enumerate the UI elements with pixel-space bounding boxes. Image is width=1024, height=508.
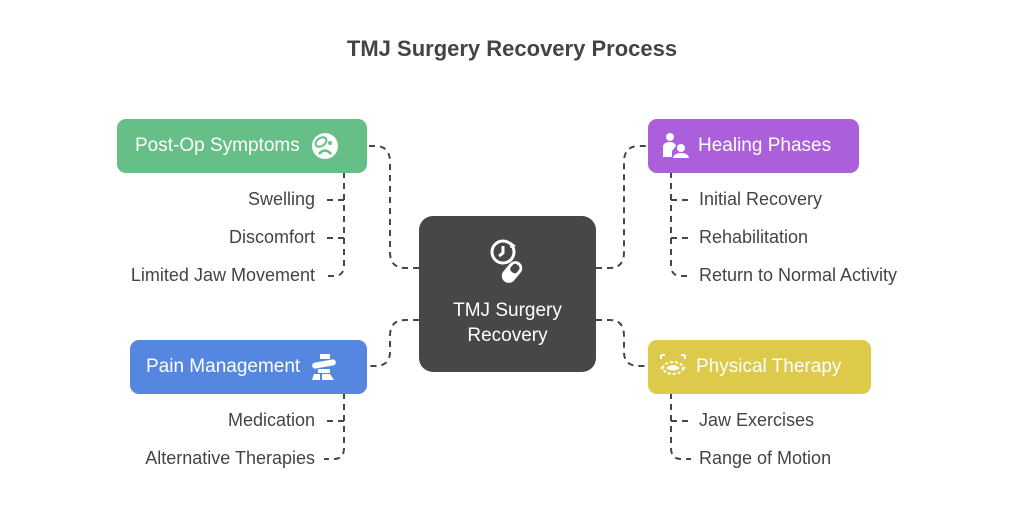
leaf-discomfort: Discomfort	[228, 227, 315, 247]
leaf-rehabilitation: Rehabilitation	[699, 227, 809, 247]
link-physical-leaves	[670, 393, 691, 460]
branch-post-op-symptoms[interactable]: Post-Op Symptoms	[117, 119, 367, 173]
branch-physical-therapy[interactable]: Physical Therapy	[648, 340, 871, 394]
bandage-icon	[312, 354, 337, 380]
link-healing-leaves	[670, 172, 691, 277]
branch-pain-management[interactable]: Pain Management	[130, 340, 367, 394]
leaf-swelling: Swelling	[247, 189, 315, 209]
branch-label: Pain Management	[146, 356, 301, 377]
link-center-healing	[596, 145, 648, 269]
link-center-post-op	[366, 145, 419, 269]
center-label-line2: Recovery	[467, 325, 548, 346]
leaf-initial-recovery: Initial Recovery	[699, 189, 823, 209]
link-center-pain	[366, 319, 419, 367]
center-label-line1: TMJ Surgery	[453, 300, 562, 321]
leaf-medication: Medication	[227, 410, 315, 430]
clock-pill-icon	[490, 239, 523, 283]
diagram-title: TMJ Surgery Recovery Process	[346, 36, 678, 61]
link-center-physical	[596, 319, 648, 367]
link-post-op-leaves	[324, 172, 345, 277]
sick-face-icon	[311, 133, 338, 159]
leaf-jaw-exercises: Jaw Exercises	[699, 410, 815, 430]
leaf-range-of-motion: Range of Motion	[699, 448, 832, 468]
link-pain-leaves	[324, 393, 345, 460]
caregiver-icon	[663, 133, 689, 158]
leaf-alternative-therapies: Alternative Therapies	[145, 448, 315, 468]
mouth-stretch-icon	[660, 354, 686, 375]
leaf-limited-jaw-movement: Limited Jaw Movement	[130, 265, 315, 285]
branch-label: Healing Phases	[698, 135, 832, 156]
branch-label: Physical Therapy	[696, 356, 842, 377]
branch-label: Post-Op Symptoms	[135, 135, 300, 156]
center-node[interactable]: TMJ Surgery Recovery	[419, 216, 596, 372]
branch-healing-phases[interactable]: Healing Phases	[648, 119, 859, 173]
leaf-return-to-normal-activity: Return to Normal Activity	[699, 265, 898, 285]
